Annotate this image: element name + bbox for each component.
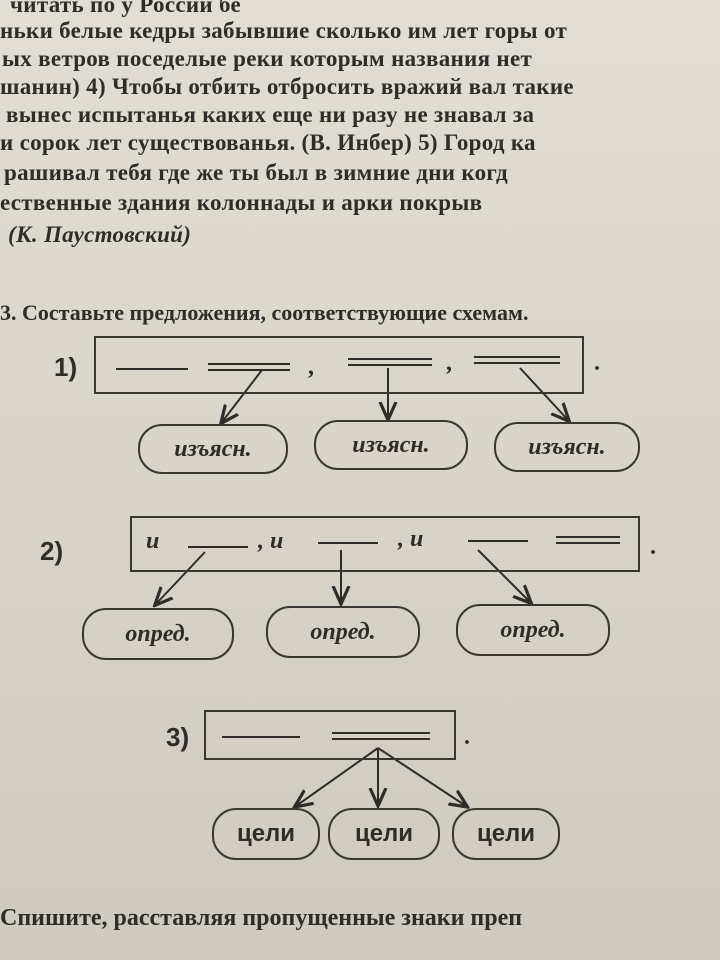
subject-line [318, 542, 378, 544]
predicate-line-top [332, 732, 430, 734]
arrow-3a [296, 747, 379, 806]
predicate-line-bottom [556, 542, 620, 544]
scheme3-period: . [464, 724, 470, 750]
predicate-line-top [208, 363, 290, 365]
text-line-5: и сорок лет существованья. (В. Инбер) 5)… [0, 130, 536, 155]
subject-line [116, 368, 188, 370]
text-line-0: читать по у России бе [10, 0, 242, 17]
exercise-heading: 3. Составьте предложения, соответствующи… [0, 300, 529, 325]
predicate-line-top [556, 536, 620, 538]
predicate-line-top [474, 356, 560, 358]
text-line-8: (К. Паустовский) [8, 222, 192, 247]
arrow-1c [519, 367, 568, 420]
scheme1-label-2: изъясн. [314, 420, 468, 470]
comma: , [308, 354, 314, 380]
scheme3-label-1: цели [212, 808, 320, 860]
arrow-1a [222, 369, 263, 422]
text-line-3: шанин) 4) Чтобы отбить отбросить вражий … [0, 74, 574, 99]
scheme1-label-1: изъясн. [138, 424, 288, 474]
scheme1-period: . [594, 350, 600, 376]
predicate-line-bottom [474, 362, 560, 364]
predicate-line-bottom [348, 364, 432, 366]
conjunction-i: , и [398, 526, 424, 552]
subject-line [222, 736, 300, 738]
scheme2-number: 2) [40, 536, 64, 566]
arrow-2c [477, 549, 530, 602]
predicate-line-top [348, 358, 432, 360]
scheme2-box: и , и , и [130, 516, 640, 572]
scheme3-number: 3) [166, 722, 190, 752]
scheme1-number: 1) [54, 352, 78, 382]
subject-line [188, 546, 248, 548]
predicate-line-bottom [332, 738, 430, 740]
text-line-6: рашивал тебя где же ты был в зимние дни … [4, 160, 508, 185]
scheme2-label-2: опред. [266, 606, 420, 658]
predicate-line-bottom [208, 369, 290, 371]
footer-instruction: Спишите, расставляя пропущенные знаки пр… [0, 905, 523, 931]
arrow-3c [377, 747, 466, 806]
scheme3-label-2: цели [328, 808, 440, 860]
scheme2-period: . [650, 534, 656, 560]
text-line-7: ественные здания колоннады и арки покрыв [0, 190, 483, 215]
subject-line [468, 540, 528, 542]
comma: , [446, 350, 452, 376]
arrow-2a [156, 551, 206, 604]
scheme3-label-3: цели [452, 808, 560, 860]
scheme1-box: , , [94, 336, 584, 394]
conjunction-i: и [146, 528, 160, 554]
text-line-2: ых ветров поседелые реки которым названи… [2, 46, 533, 71]
text-line-4: вынес испытанья каких еще ни разу не зна… [6, 102, 535, 127]
scheme1-label-3: изъясн. [494, 422, 640, 472]
conjunction-i: , и [258, 528, 284, 554]
text-line-1: ньки белые кедры забывшие сколько им лет… [0, 18, 568, 43]
scheme2-label-3: опред. [456, 604, 610, 656]
scheme2-label-1: опред. [82, 608, 234, 660]
scheme3-box [204, 710, 456, 760]
